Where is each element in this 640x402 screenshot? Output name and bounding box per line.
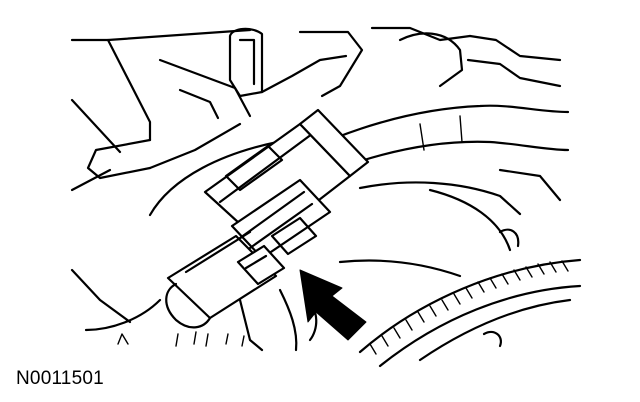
upper-bracket [228,26,562,98]
harness-connector [165,108,370,329]
ring-gear [358,228,582,368]
pointer-arrow [299,269,367,341]
figure-id-label: N0011501 [16,368,104,389]
wiring-harness [328,104,570,216]
